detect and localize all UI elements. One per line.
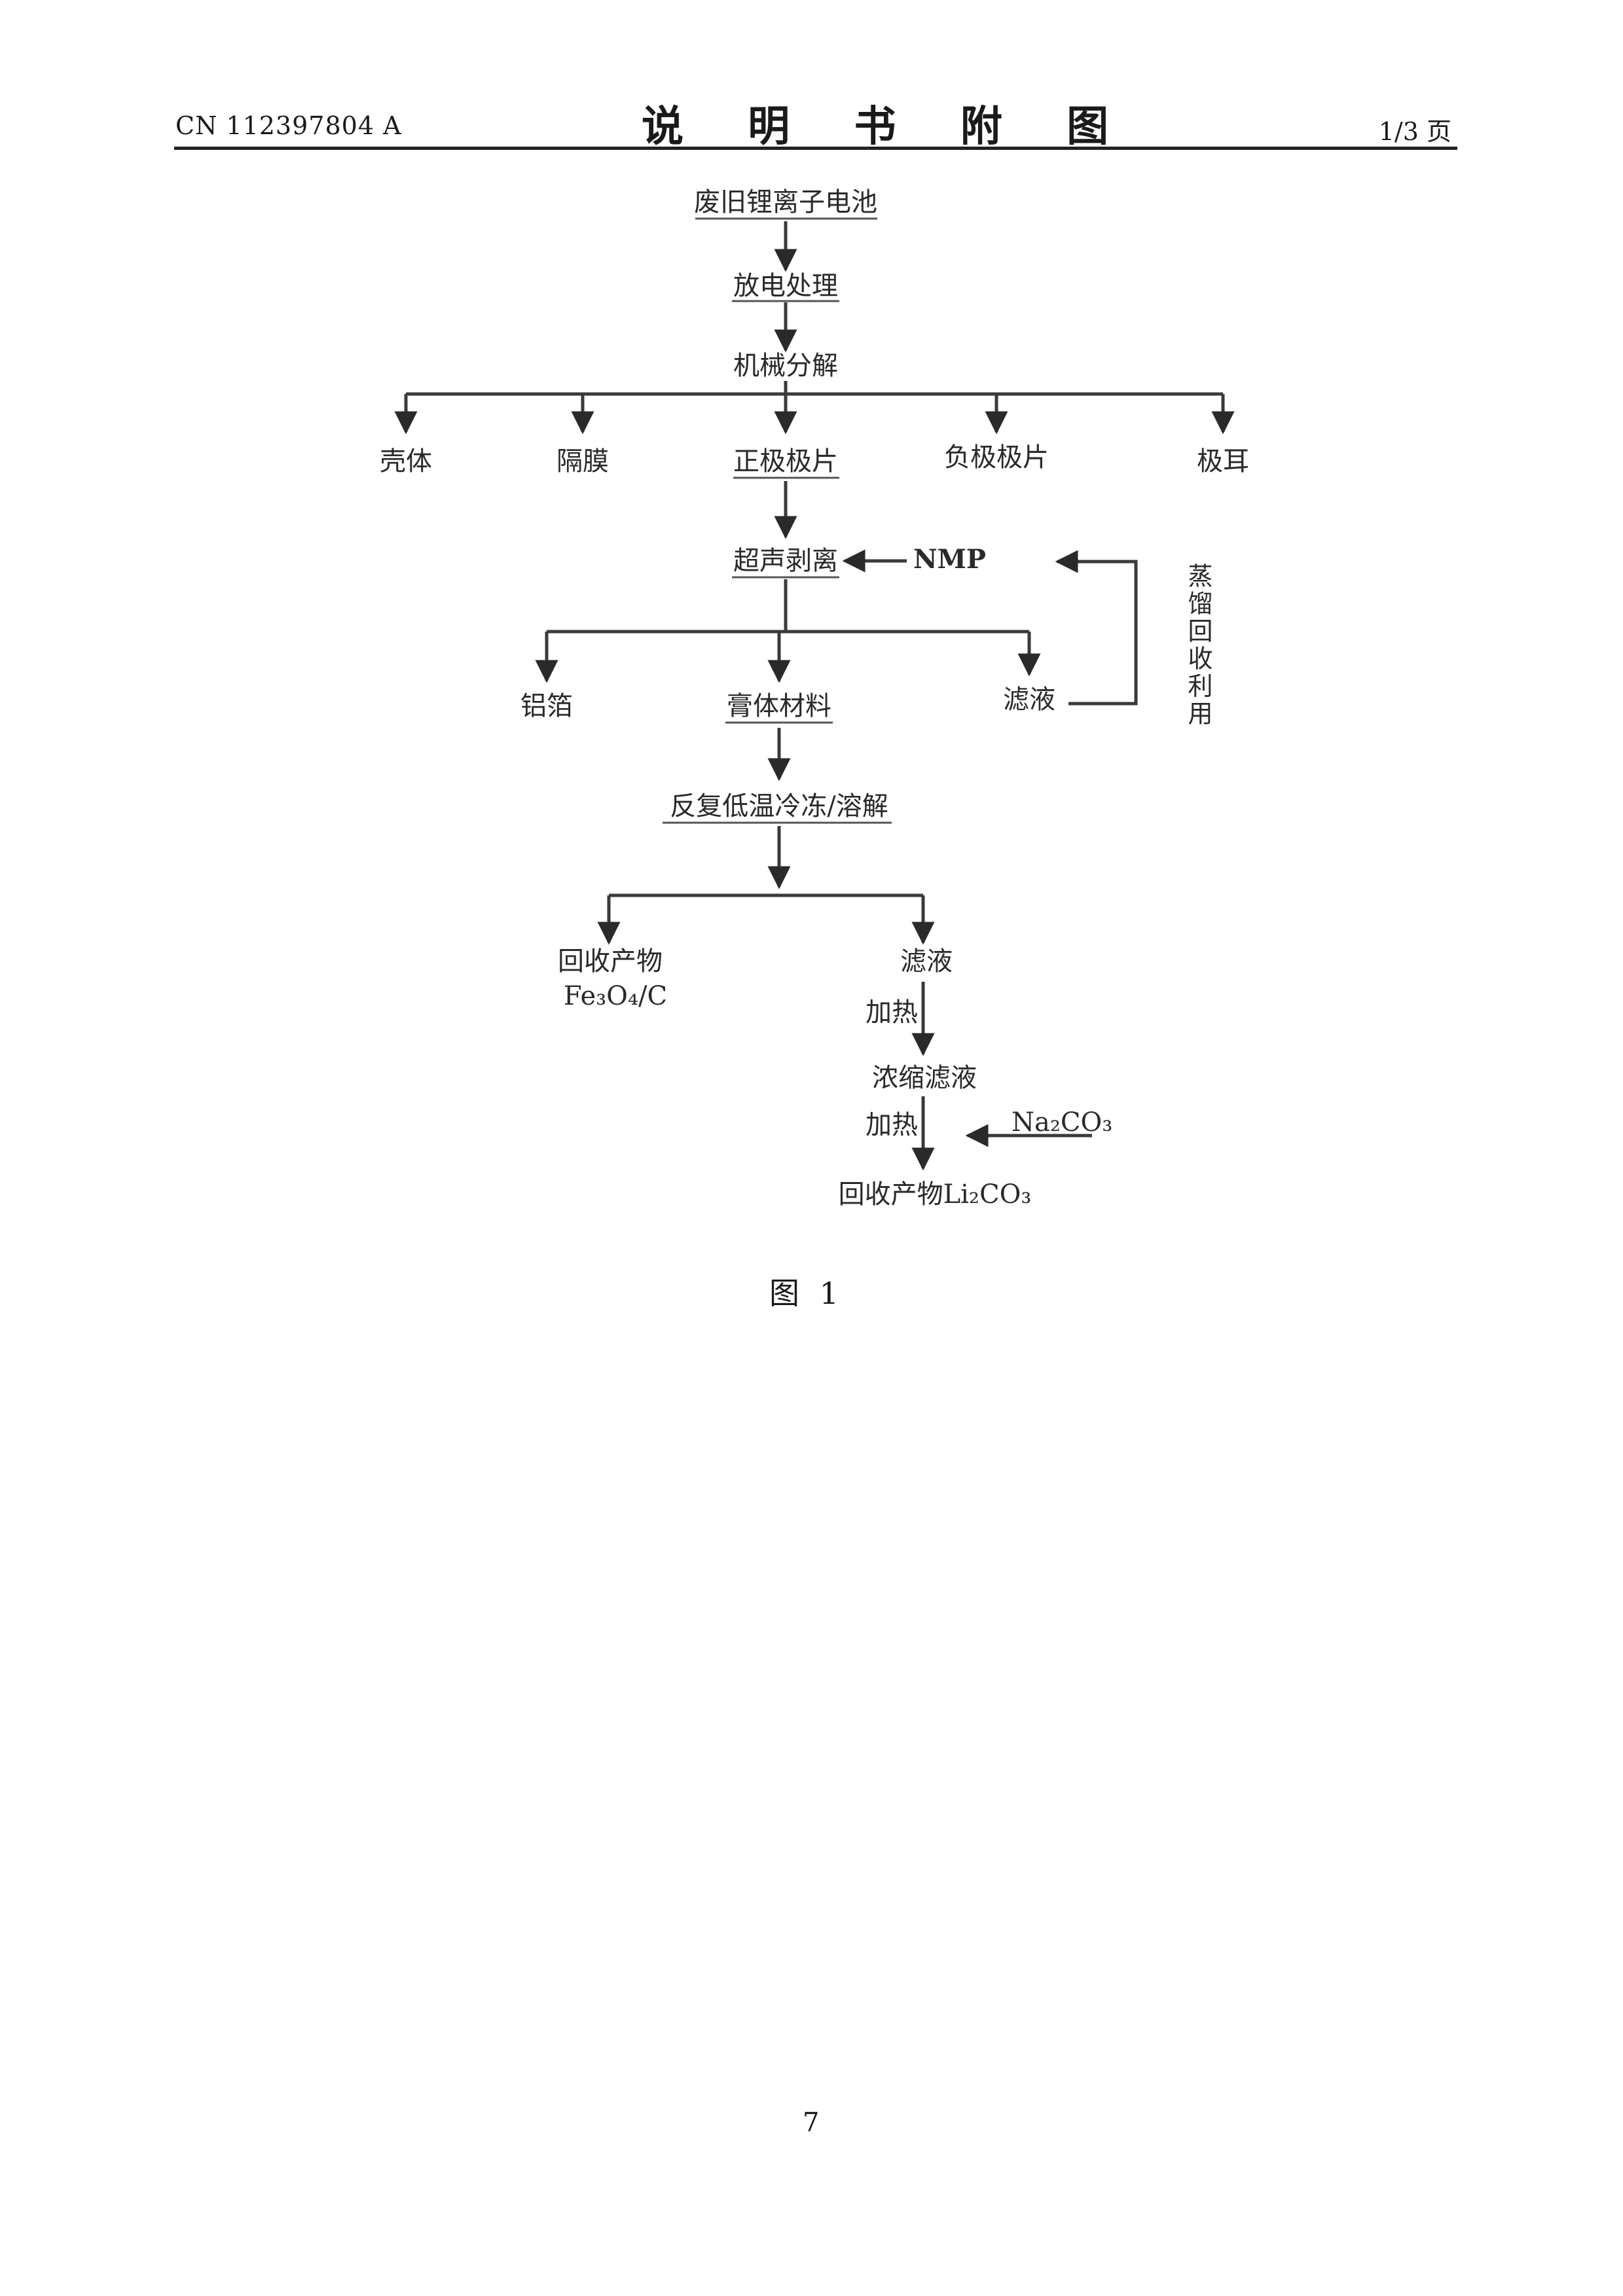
node-tab: 极耳: [1197, 446, 1249, 476]
label-heating-1: 加热: [866, 997, 918, 1028]
node-paste-material: 膏体材料: [727, 691, 831, 721]
node-waste-battery: 废旧锂离子电池: [694, 187, 877, 217]
header-rule: [174, 147, 1457, 150]
header-title: 说 明 书 附 图: [642, 102, 1134, 151]
node-filtrate-2: 滤液: [900, 946, 953, 977]
node-nmp: NMP: [913, 544, 986, 575]
node-separator: 隔膜: [556, 446, 609, 476]
page-number: 7: [803, 2108, 820, 2138]
node-al-foil: 铝箔: [520, 691, 573, 721]
header-page-info: 1/3 页: [1378, 117, 1451, 146]
node-anode-sheet: 负极极片: [944, 442, 1049, 473]
node-discharge: 放电处理: [733, 271, 838, 301]
node-filtrate-1: 滤液: [1003, 685, 1055, 715]
node-disassembly: 机械分解: [733, 351, 838, 381]
node-shell: 壳体: [380, 446, 432, 476]
node-na2co3: Na₂CO₃: [1012, 1107, 1112, 1138]
node-cathode-sheet: 正极极片: [733, 446, 838, 476]
node-ultrasonic-strip: 超声剥离: [733, 546, 838, 576]
node-recovered-2: 回收产物Li₂CO₃: [839, 1179, 1032, 1210]
page-header: CN 112397804 A 说 明 书 附 图 1/3 页: [0, 0, 1623, 157]
recycle-label: 蒸馏回收利用: [1184, 563, 1213, 728]
process-flow-diagram: 废旧锂离子电池 放电处理 机械分解 壳体 隔膜 正极极片 负极极片 极耳 超声剥…: [380, 187, 1249, 1210]
node-concentrated: 浓缩滤液: [872, 1063, 977, 1093]
recycle-loop-line: [1055, 550, 1138, 706]
node-freeze-dissolve: 反复低温冷冻/溶解: [670, 791, 888, 821]
label-heating-2: 加热: [866, 1110, 918, 1140]
figure-caption: 图 1: [769, 1276, 844, 1311]
publication-number: CN 112397804 A: [175, 111, 402, 140]
node-recovered-1-line1: 回收产物: [558, 946, 663, 977]
node-recovered-1-line2: Fe₃O₄/C: [564, 981, 667, 1011]
